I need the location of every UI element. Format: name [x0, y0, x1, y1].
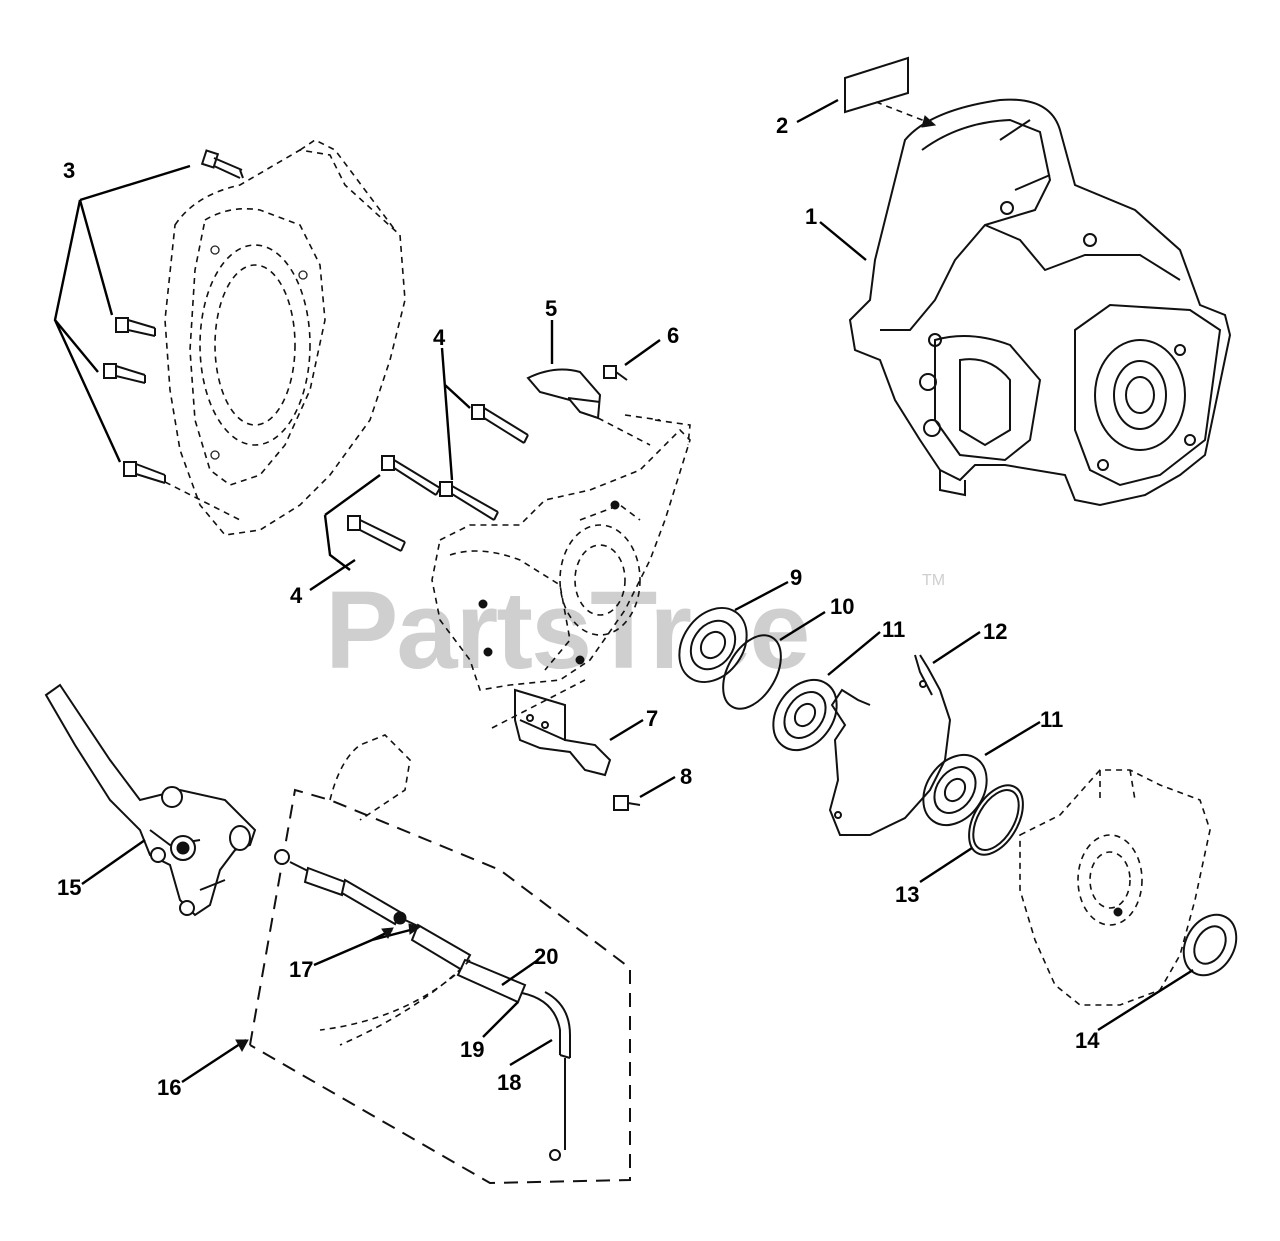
cover-plate: [526, 368, 651, 446]
callout-labels: 1 2 3 4 4 5 6 7 8 9 10 11 11 12 13 14 15…: [57, 113, 1100, 1100]
bracket: [491, 679, 612, 777]
callout-14: 14: [1075, 1028, 1100, 1053]
callout-15: 15: [57, 875, 81, 900]
screw-3d: [123, 461, 166, 484]
screw-3b: [115, 317, 156, 337]
screw-4c: [439, 481, 499, 521]
cable-assembly-outline: [249, 788, 631, 1185]
callout-18: 18: [497, 1070, 521, 1095]
screw-4b: [381, 455, 441, 496]
screws-4: [347, 404, 529, 552]
callout-1: 1: [805, 204, 817, 229]
callout-13: 13: [895, 882, 919, 907]
screw-4a: [471, 404, 529, 444]
callout-2: 2: [776, 113, 788, 138]
callout-4-top: 4: [433, 325, 446, 350]
callout-17: 17: [289, 957, 313, 982]
callout-5: 5: [545, 296, 557, 321]
throttle-cable: [274, 734, 571, 1161]
retaining-ring-13: [968, 784, 1024, 856]
screw-4d: [347, 515, 406, 552]
callout-11-lower: 11: [1040, 707, 1063, 732]
oil-seal-14: [1182, 913, 1238, 977]
retaining-ring-10: [722, 634, 782, 710]
callout-9: 9: [790, 565, 802, 590]
decal: [844, 56, 937, 128]
callout-20: 20: [534, 944, 558, 969]
mid-housing: [431, 414, 691, 691]
callout-11-upper: 11: [882, 617, 905, 642]
watermark: PartsTree TM: [325, 569, 945, 692]
callout-12: 12: [983, 619, 1007, 644]
blower-housing: [164, 139, 406, 536]
screw-8: [613, 795, 641, 811]
callout-10: 10: [830, 594, 854, 619]
screw-6: [603, 365, 628, 381]
gasket: [828, 654, 952, 836]
crankcase-cover: [1019, 769, 1211, 1006]
callout-6: 6: [667, 323, 679, 348]
screws-3: [103, 149, 244, 521]
callout-16: 16: [157, 1075, 181, 1100]
screw-3c: [103, 363, 146, 384]
watermark-trademark: TM: [922, 572, 945, 589]
leader-lines: [53, 98, 1194, 1084]
screw-3a: [200, 149, 244, 179]
callout-8: 8: [680, 764, 692, 789]
callout-7: 7: [646, 706, 658, 731]
callout-3: 3: [63, 158, 75, 183]
ball-bearing-11b: [922, 753, 988, 827]
throttle-lever: [44, 683, 257, 917]
ball-bearing-11a: [772, 678, 838, 752]
callout-19: 19: [460, 1037, 484, 1062]
crankcase-housing: [848, 98, 1232, 507]
callout-4-bottom: 4: [290, 583, 303, 608]
